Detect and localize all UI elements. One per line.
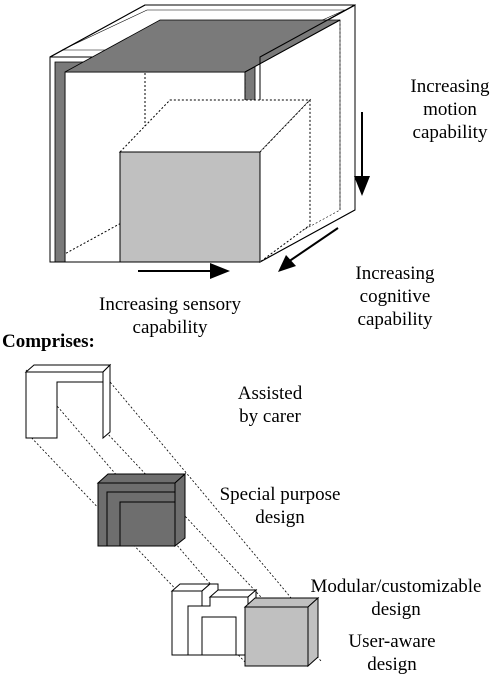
special-purpose-design-label: Special purpose design	[219, 484, 341, 528]
comprises-heading: Comprises:	[2, 331, 95, 352]
modular-design-shape	[170, 583, 258, 657]
sensory-arrow	[138, 263, 230, 279]
special-purpose-design-shape	[96, 472, 187, 548]
user-aware-design-label: User-aware design	[348, 631, 436, 675]
inner-cube	[118, 98, 312, 263]
modular-customizable-design-label: Modular/customizable design	[310, 576, 482, 620]
motion-capability-label: Increasing motion capability	[410, 76, 490, 143]
motion-frame	[49, 4, 356, 263]
assisted-by-carer-shape	[24, 363, 112, 440]
sensory-capability-label: Increasing sensory capability	[99, 294, 241, 338]
cognitive-arrow	[278, 227, 339, 272]
assisted-by-carer-label: Assisted by carer	[237, 383, 303, 427]
motion-arrow	[354, 112, 370, 196]
cognitive-capability-label: Increasing cognitive capability	[355, 263, 435, 330]
user-aware-design-shape	[243, 596, 320, 668]
